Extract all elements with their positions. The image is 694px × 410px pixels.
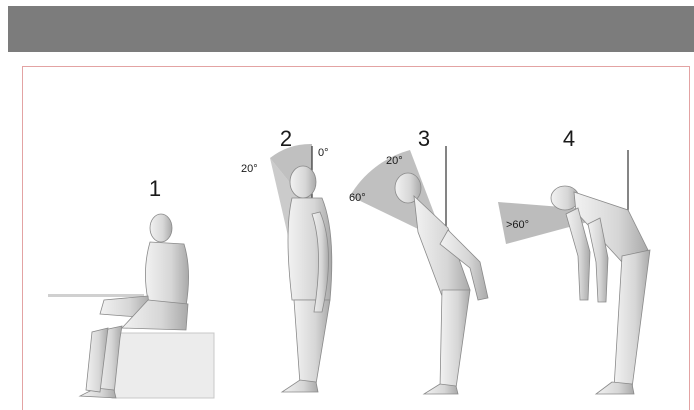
posture-1-number: 1 <box>149 176 161 201</box>
posture-3-number: 3 <box>418 126 430 151</box>
posture-3-angle-60: 60° <box>349 192 366 204</box>
posture-3-angle-20: 20° <box>386 155 403 167</box>
posture-1-figure: 1 <box>48 176 214 398</box>
posture-4-figure: 4 >60° <box>498 126 650 394</box>
posture-2-angle-20: 20° <box>241 163 258 175</box>
posture-4-number: 4 <box>563 126 575 151</box>
stool <box>112 333 214 398</box>
desk-surface <box>48 294 144 297</box>
posture-2-figure: 2 20° 0° <box>241 126 332 392</box>
posture-2-number: 2 <box>280 126 292 151</box>
posture-3-figure: 3 20° 60° <box>349 126 488 394</box>
posture-2-angle-0: 0° <box>318 147 329 159</box>
posture-4-angle-over-60: >60° <box>506 219 529 231</box>
